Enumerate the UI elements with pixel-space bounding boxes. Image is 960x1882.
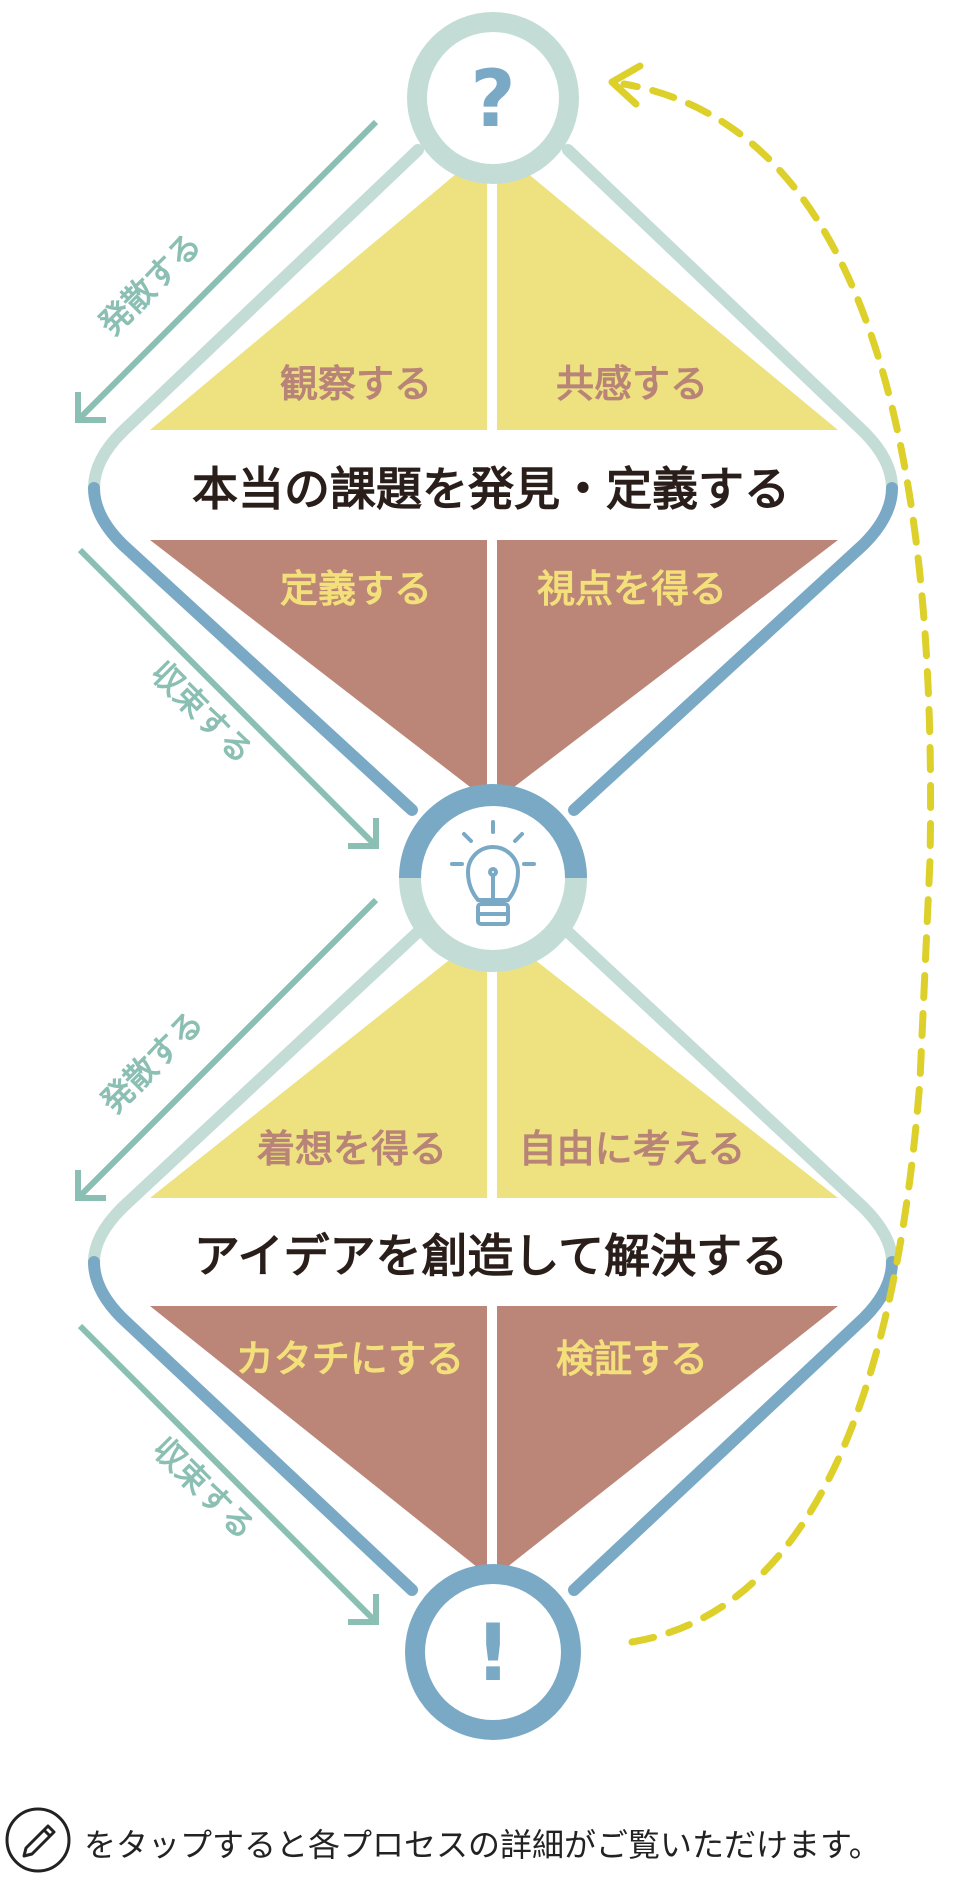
quadrant-label-point-of-view: 視点を得る	[537, 567, 727, 611]
quadrant-observe-fill[interactable]	[150, 148, 487, 430]
quadrant-label-think-freely: 自由に考える	[519, 1127, 746, 1171]
quadrant-define-fill[interactable]	[150, 540, 487, 800]
top-outline-upper	[88, 144, 424, 494]
lightbulb-icon	[450, 820, 536, 926]
insight-node[interactable]	[399, 784, 587, 972]
quadrant-label-observe: 観察する	[280, 362, 432, 406]
quadrant-pov-fill[interactable]	[497, 540, 838, 800]
quadrant-empathize-fill[interactable]	[497, 148, 838, 430]
quadrant-test-fill[interactable]	[497, 1306, 838, 1575]
bottom-diamond: 着想を得る 自由に考える カタチにする 検証する アイデアを創造して解決する	[88, 926, 898, 1596]
exclamation-mark-icon: !	[475, 1609, 511, 1699]
start-node[interactable]: ?	[407, 12, 579, 184]
loop-arrowhead	[608, 62, 644, 108]
top-diverge-label: 発散する	[91, 226, 209, 344]
bottom-diamond-title[interactable]: アイデアを創造して解決する	[194, 1229, 788, 1283]
footer-note: をタップすると各プロセスの詳細がご覧いただけます。	[84, 1826, 881, 1864]
quadrant-ideate-fill[interactable]	[150, 930, 487, 1198]
quadrant-label-make-shape: カタチにする	[236, 1337, 464, 1381]
quadrant-free-thinking-fill[interactable]	[497, 930, 838, 1198]
quadrant-label-verify: 検証する	[556, 1337, 708, 1381]
bottom-diverge-label: 発散する	[93, 1004, 211, 1122]
top-diamond: 観察する 共感する 定義する 視点を得る 本当の課題を発見・定義する	[88, 144, 898, 816]
quadrant-label-define: 定義する	[280, 567, 432, 611]
top-diamond-title[interactable]: 本当の課題を発見・定義する	[192, 462, 790, 516]
quadrant-label-inspiration: 着想を得る	[257, 1127, 447, 1171]
quadrant-prototype-fill[interactable]	[150, 1306, 487, 1575]
question-mark-icon: ?	[470, 55, 515, 145]
end-node[interactable]: !	[405, 1564, 581, 1740]
quadrant-label-empathize: 共感する	[556, 362, 708, 406]
bottom-outline-lower	[88, 1256, 418, 1596]
pencil-icon	[5, 1807, 71, 1873]
iteration-loop-arrow	[608, 62, 935, 1646]
top-outline-lower	[88, 482, 418, 816]
footer-hint: をタップすると各プロセスの詳細がご覧いただけます。	[0, 1800, 960, 1882]
